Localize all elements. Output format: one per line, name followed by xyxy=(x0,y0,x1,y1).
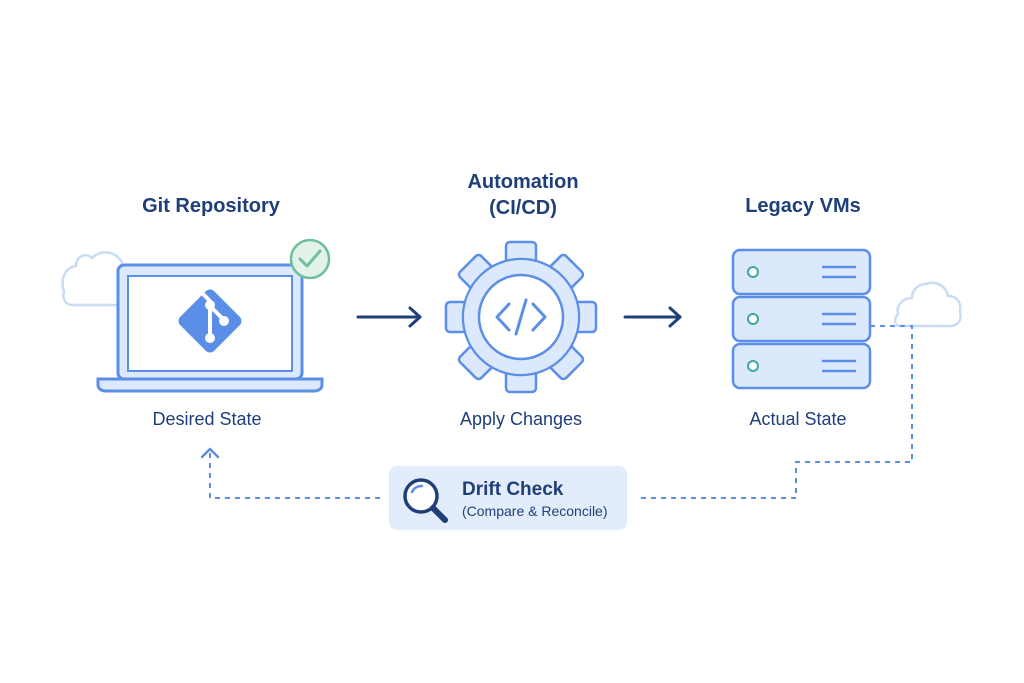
actual-state-caption: Actual State xyxy=(749,409,847,429)
magnifier-icon xyxy=(403,478,448,523)
desired-state-caption: Desired State xyxy=(152,409,262,429)
drift-feedback-path xyxy=(209,325,913,499)
drift-check-subtitle: (Compare & Reconcile) xyxy=(462,503,608,519)
legacy-vms-title: Legacy VMs xyxy=(745,195,861,217)
drift-check-title: Drift Check xyxy=(462,479,564,500)
arrow-up-desired-state xyxy=(200,447,220,459)
server-stack-icon xyxy=(731,248,872,390)
git-logo-icon xyxy=(178,289,242,353)
arrow-git-to-automation xyxy=(356,306,422,328)
automation-title-line1: Automation xyxy=(467,171,579,193)
cloud-icon-right xyxy=(894,281,962,328)
automation-title-line2: (CI/CD) xyxy=(489,197,557,219)
git-repository-title: Git Repository xyxy=(142,195,280,217)
gear-code-icon xyxy=(444,240,598,394)
check-circle-icon xyxy=(289,238,331,280)
cloud-icon xyxy=(61,251,124,307)
automation-title: Automation (CI/CD) xyxy=(467,169,578,221)
apply-changes-caption: Apply Changes xyxy=(459,409,583,429)
arrow-automation-to-vms xyxy=(623,306,682,328)
